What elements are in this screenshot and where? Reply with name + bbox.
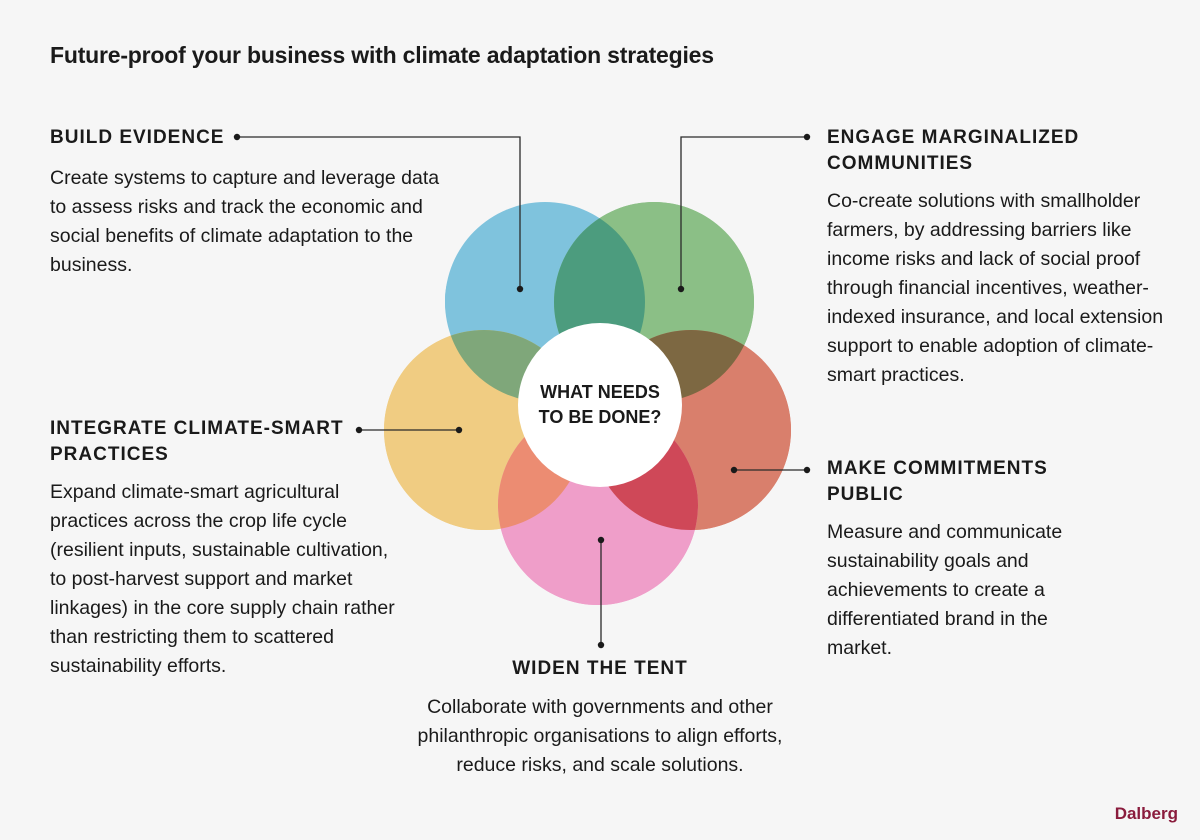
widen-tent-heading: WIDEN THE TENT [512, 658, 688, 679]
integrate-heading-line-2: PRACTICES [50, 444, 169, 465]
hub-circle [518, 323, 682, 487]
make-public-heading: MAKE COMMITMENTS PUBLIC [827, 456, 1048, 508]
integrate-heading-line-1: INTEGRATE CLIMATE-SMART [50, 418, 344, 439]
integrate-practices-body: Expand climate-smart agricultural practi… [50, 481, 395, 677]
engage-communities-body: Co-create solutions with smallholder far… [827, 190, 1164, 386]
hub-line-1: WHAT NEEDS [540, 382, 660, 402]
public-heading-line-2: PUBLIC [827, 484, 904, 505]
build-evidence-heading: BUILD EVIDENCE [50, 127, 225, 148]
connector-build-evidence [237, 136, 521, 289]
engage-communities-heading: ENGAGE MARGINALIZED COMMUNITIES [827, 125, 1079, 177]
hub-line-2: TO BE DONE? [538, 407, 662, 427]
widen-tent-body: Collaborate with governments and other p… [417, 696, 783, 776]
hub-label: WHAT NEEDS TO BE DONE? [525, 380, 675, 430]
connector-engage [680, 136, 807, 289]
integrate-practices-heading: INTEGRATE CLIMATE-SMART PRACTICES [50, 416, 344, 468]
page-title: Future-proof your business with climate … [50, 42, 714, 68]
engage-heading-line-1: ENGAGE MARGINALIZED [827, 127, 1080, 148]
dalberg-logo: Dalberg [1114, 804, 1178, 823]
build-evidence-body: Create systems to capture and leverage d… [50, 167, 440, 276]
connectors [237, 136, 807, 645]
connector-dots [233, 133, 811, 649]
public-heading-line-1: MAKE COMMITMENTS [827, 458, 1048, 479]
make-public-body: Measure and communicate sustainability g… [827, 521, 1063, 659]
engage-heading-line-2: COMMUNITIES [827, 153, 974, 174]
